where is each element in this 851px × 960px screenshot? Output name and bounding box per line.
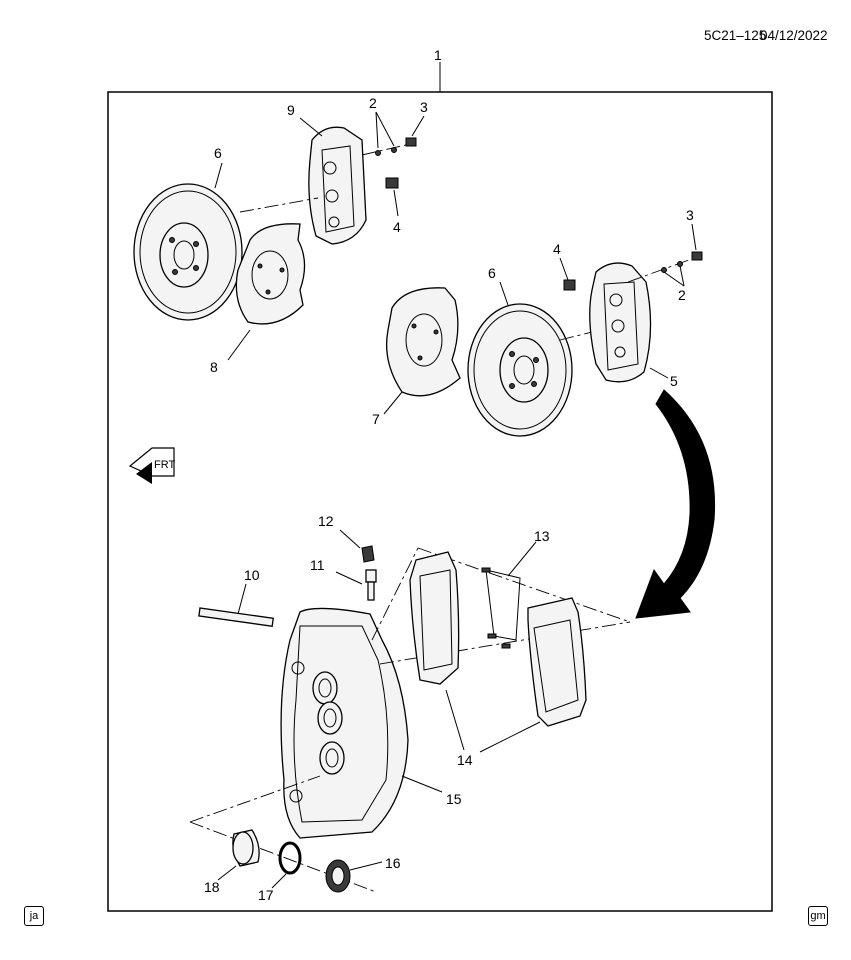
callout-6a: 6 [214, 145, 222, 161]
guide-pin-icon [198, 607, 275, 627]
callout-15: 15 [446, 791, 462, 807]
leader-13 [507, 541, 537, 577]
callout-17: 17 [258, 887, 274, 903]
leader-4a [393, 189, 399, 217]
axis-line-piston [189, 775, 321, 823]
bleeder-cap-icon [361, 545, 375, 563]
piston-icon [232, 829, 260, 867]
callout-6b: 6 [488, 265, 496, 281]
leader-7 [383, 391, 403, 415]
callout-4b: 4 [553, 241, 561, 257]
front-direction-arrow-icon: FRT [128, 447, 175, 484]
leader-12 [339, 529, 361, 549]
leader-9 [299, 117, 323, 137]
axis-line-upper-left [239, 197, 319, 213]
callout-13: 13 [534, 528, 550, 544]
leader-18 [217, 865, 237, 881]
leader-2b-b [679, 265, 685, 287]
callout-7: 7 [372, 411, 380, 427]
leader-10 [237, 583, 247, 615]
rotor-icon [133, 183, 243, 321]
axis-line-seals [189, 821, 377, 893]
leader-2a [375, 111, 379, 149]
leader-6b [499, 281, 509, 306]
leader-17 [271, 873, 287, 889]
seal-ring-icon [278, 841, 302, 875]
leader-3b [691, 223, 697, 251]
curved-arrow-icon [635, 389, 716, 619]
axis-line-pins-upper-left [361, 143, 411, 156]
leader-15 [401, 775, 443, 793]
callout-5: 5 [670, 373, 678, 389]
pin-icon [375, 150, 381, 156]
leader-11 [335, 571, 363, 585]
doc-id: 5C21–125 [704, 28, 766, 43]
footer-badge-left: ja [24, 906, 44, 926]
frt-label: FRT [154, 459, 175, 471]
leader-2b [663, 271, 685, 287]
bolt-icon [563, 279, 576, 291]
brake-pad-icon [409, 551, 460, 685]
leader-2a-b [375, 111, 395, 147]
leader-14a [445, 689, 465, 751]
dust-shield-icon [235, 223, 306, 325]
brake-pad-icon [527, 597, 587, 727]
caliper-icon [589, 262, 652, 383]
caliper-icon [308, 126, 367, 245]
callout-16: 16 [385, 855, 401, 871]
doc-date: 04/12/2022 [760, 28, 828, 43]
pin-icon [661, 267, 667, 273]
callout-3b: 3 [686, 207, 694, 223]
axis-line-pad-top [371, 547, 419, 641]
footer-badge-right: gm [808, 906, 828, 926]
dust-boot-icon [325, 859, 351, 893]
leader-14b [479, 721, 541, 753]
callout-4a: 4 [393, 219, 401, 235]
callout-3a: 3 [420, 99, 428, 115]
leader-8 [227, 329, 251, 361]
callout-11: 11 [310, 557, 325, 573]
callout-9: 9 [287, 102, 295, 118]
callout-10: 10 [244, 567, 260, 583]
leader-16 [349, 861, 383, 871]
callout-14: 14 [457, 752, 473, 768]
dust-shield-icon [385, 287, 461, 397]
bolt-icon [385, 177, 399, 189]
leader-6a [214, 162, 223, 189]
callout-8: 8 [210, 359, 218, 375]
bolt-icon [691, 251, 703, 261]
bleeder-valve-icon [365, 569, 377, 601]
callout-1: 1 [434, 47, 442, 63]
pin-icon [391, 147, 397, 153]
callout-2a: 2 [369, 95, 377, 111]
pad-spring-icon [481, 567, 521, 649]
leader-3a [411, 115, 425, 137]
leader-4b [559, 257, 569, 281]
callout-2b: 2 [678, 287, 686, 303]
axis-line-pad-mid [379, 621, 631, 665]
bolt-icon [405, 137, 417, 147]
rotor-icon [467, 303, 573, 437]
pin-icon [677, 261, 683, 267]
callout-18: 18 [204, 879, 220, 895]
caliper-icon [280, 607, 409, 839]
leader-5 [649, 367, 669, 379]
callout-12: 12 [318, 513, 334, 529]
axis-line-pad-far [417, 547, 631, 623]
